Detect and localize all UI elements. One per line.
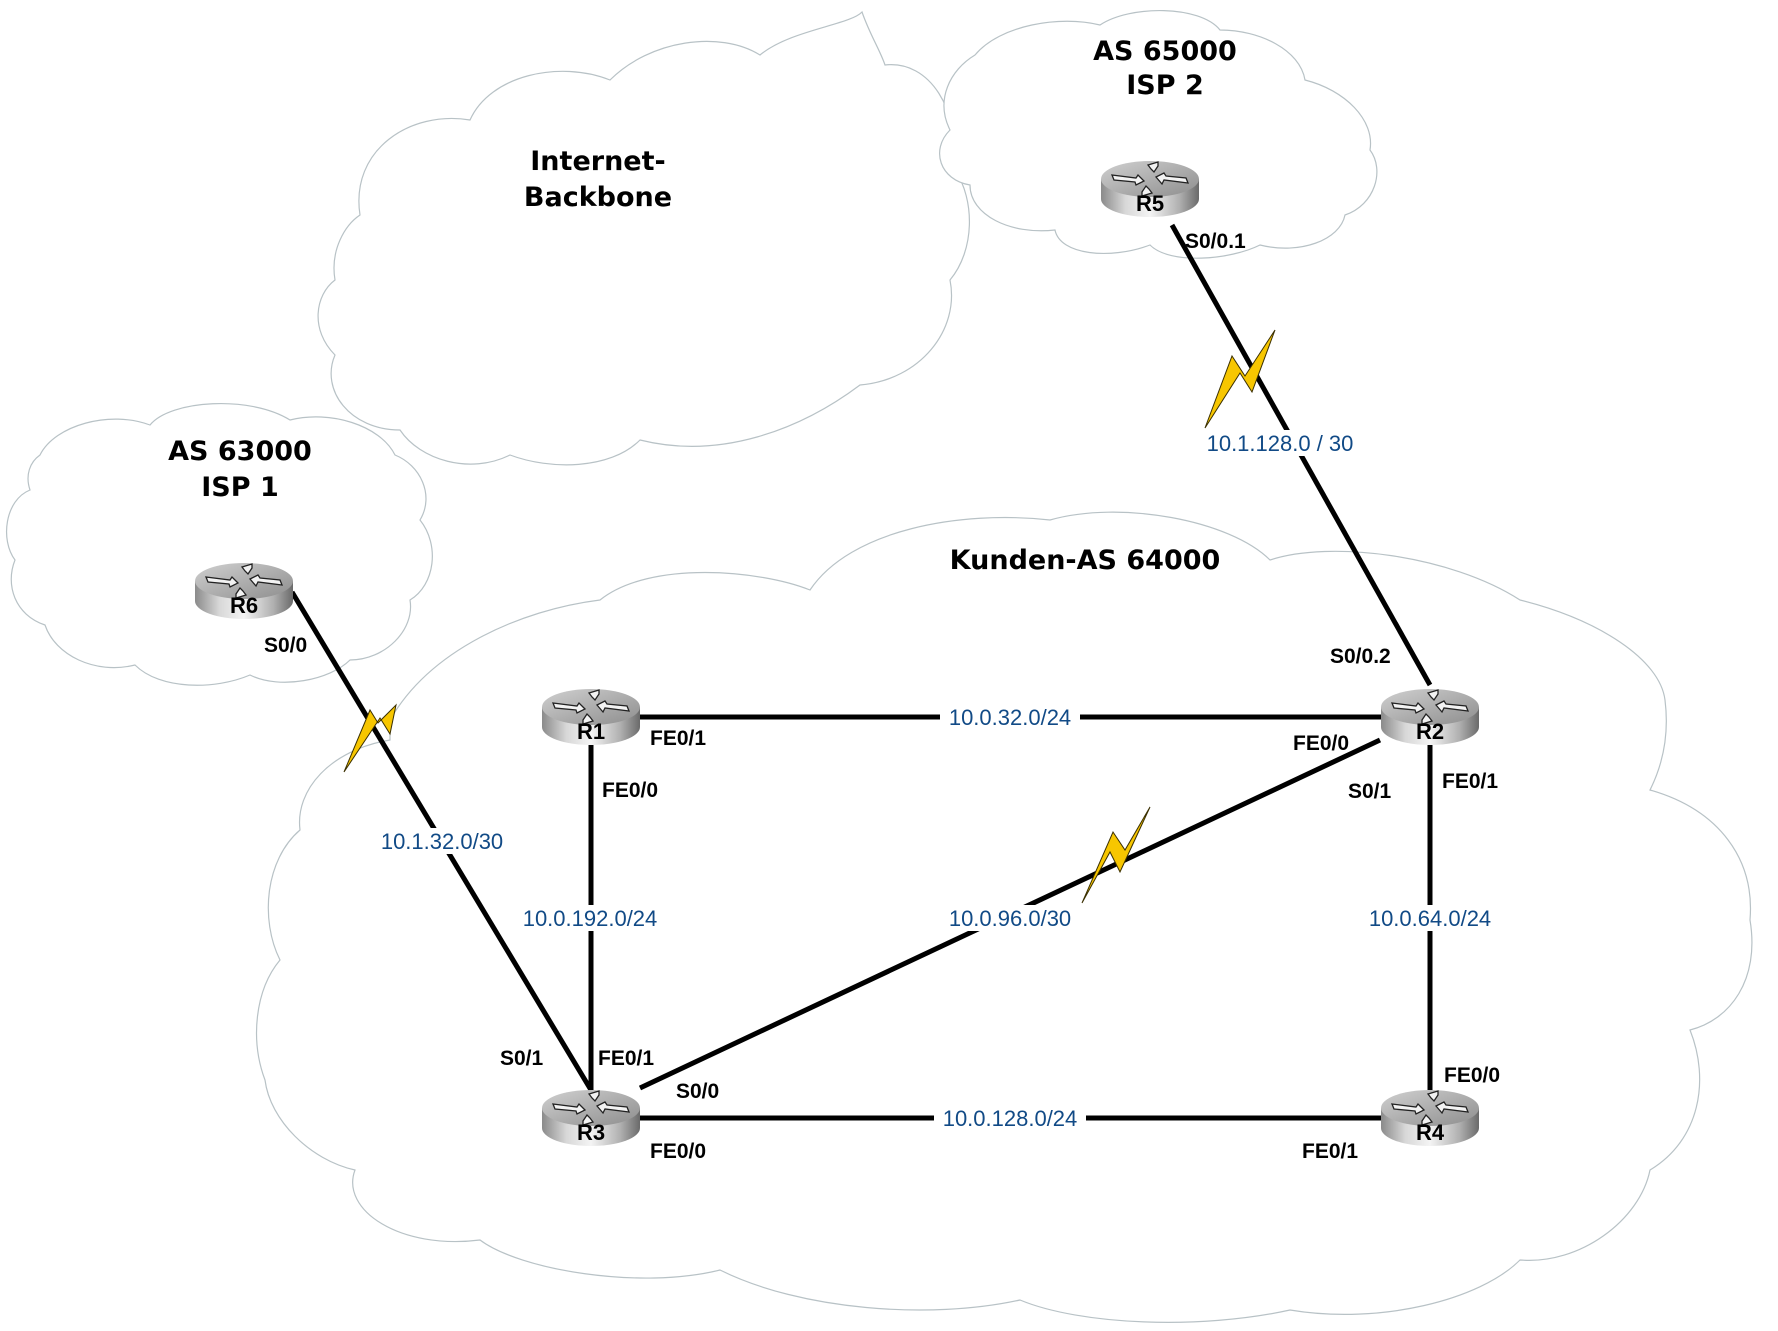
router-label: R2 — [1416, 719, 1444, 744]
serial-bolts — [343, 329, 1276, 904]
cloud-isp1: AS 63000 ISP 1 — [6, 402, 433, 686]
iface-r6-s0-0: S0/0 — [264, 634, 307, 657]
router-label: R5 — [1136, 191, 1164, 216]
cloud-isp2: AS 65000 ISP 2 — [939, 10, 1378, 259]
router-r3[interactable]: R3 — [541, 1089, 641, 1147]
isp2-title-line-1: AS 65000 — [1093, 36, 1237, 67]
cloud-internet-backbone: Internet- Backbone — [317, 10, 970, 466]
router-label: R4 — [1416, 1120, 1445, 1145]
iface-r3-s0-1: S0/1 — [500, 1047, 544, 1070]
iface-r2-s0-1: S0/1 — [1348, 780, 1392, 803]
router-label: R1 — [577, 719, 605, 744]
router-r2[interactable]: R2 — [1380, 688, 1480, 746]
iface-r1-fe0-0: FE0/0 — [602, 779, 658, 802]
interface-labels: S0/0.1 S0/0.2 S0/0 S0/1 FE0/1 FE0/0 FE0/… — [264, 230, 1500, 1163]
network-label-r5-r2: 10.1.128.0 / 30 — [1207, 431, 1354, 456]
network-label-r3-r2: 10.0.96.0/30 — [949, 906, 1071, 931]
iface-r5-s0-0-1: S0/0.1 — [1185, 230, 1246, 253]
iface-r4-fe0-1: FE0/1 — [1302, 1140, 1358, 1163]
router-r4[interactable]: R4 — [1380, 1089, 1480, 1147]
router-r6[interactable]: R6 — [194, 562, 294, 620]
network-label-r2-r4: 10.0.64.0/24 — [1369, 906, 1491, 931]
network-label-r6-r3: 10.1.32.0/30 — [381, 829, 503, 854]
backbone-title-line-1: Internet- — [530, 146, 665, 177]
isp2-title-line-2: ISP 2 — [1126, 70, 1203, 101]
router-r1[interactable]: R1 — [541, 688, 641, 746]
iface-r3-s0-0: S0/0 — [676, 1080, 719, 1103]
serial-bolt-icon — [1081, 806, 1151, 904]
network-label-r1-r2: 10.0.32.0/24 — [949, 705, 1071, 730]
isp1-title-line-1: AS 63000 — [168, 436, 312, 467]
iface-r4-fe0-0: FE0/0 — [1444, 1064, 1500, 1087]
iface-r2-s0-0-2: S0/0.2 — [1330, 645, 1391, 668]
serial-bolt-icon — [1204, 329, 1276, 429]
iface-r2-fe0-1: FE0/1 — [1442, 770, 1498, 793]
isp1-title-line-2: ISP 1 — [201, 472, 278, 503]
network-label-r1-r3: 10.0.192.0/24 — [523, 906, 658, 931]
router-label: R3 — [577, 1120, 605, 1145]
network-labels: 10.1.128.0 / 30 10.1.32.0/30 10.0.32.0/2… — [372, 430, 1500, 1131]
router-r5[interactable]: R5 — [1100, 160, 1200, 218]
serial-bolt-icon — [343, 703, 397, 773]
network-label-r3-r4: 10.0.128.0/24 — [943, 1106, 1078, 1131]
iface-r1-fe0-1: FE0/1 — [650, 727, 706, 750]
customer-as-title: Kunden-AS 64000 — [950, 545, 1221, 576]
router-label: R6 — [230, 593, 258, 618]
iface-r3-fe0-0: FE0/0 — [650, 1140, 706, 1163]
iface-r3-fe0-1: FE0/1 — [598, 1047, 654, 1070]
iface-r2-fe0-0: FE0/0 — [1293, 732, 1349, 755]
backbone-title-line-2: Backbone — [524, 182, 672, 213]
